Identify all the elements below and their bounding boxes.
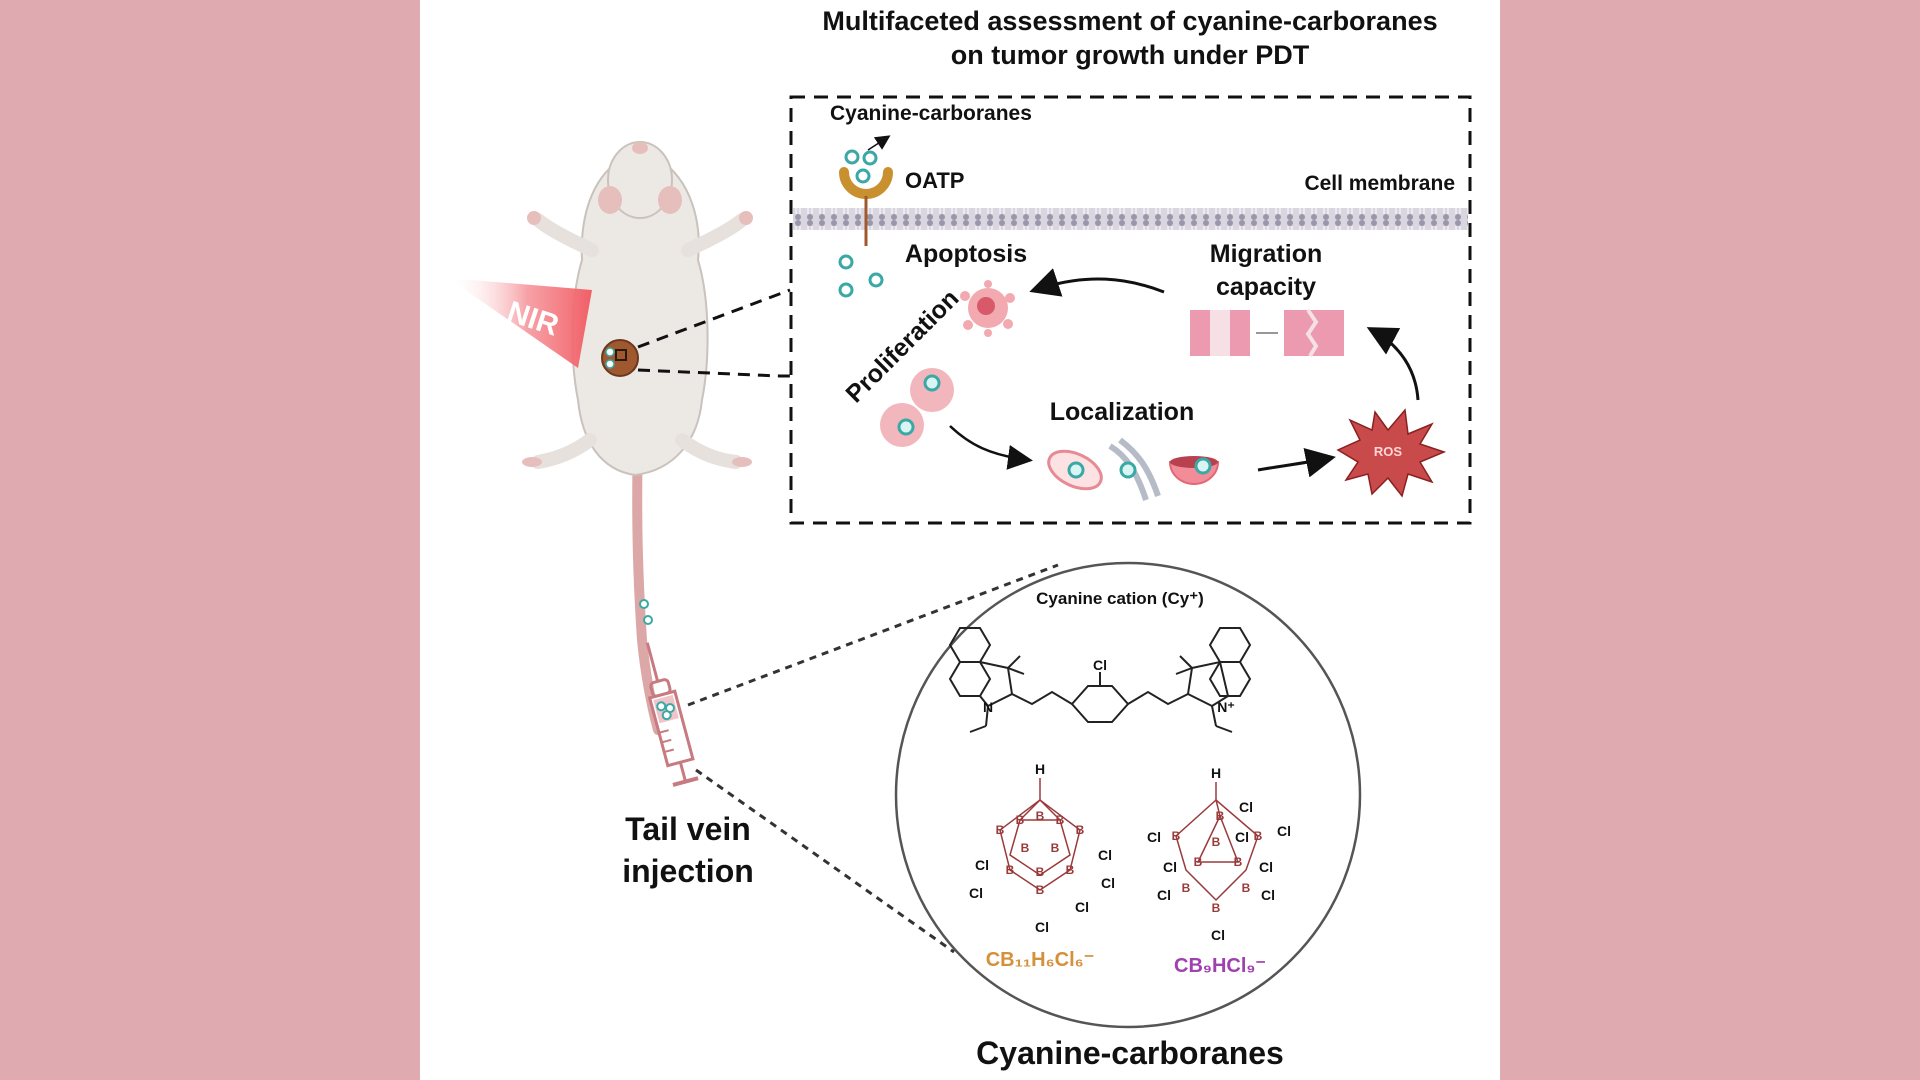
wound-healing-after-icon bbox=[1284, 308, 1344, 358]
boron-label: B bbox=[1194, 855, 1203, 869]
particle-icon bbox=[862, 150, 878, 166]
boron-label: B bbox=[1036, 865, 1045, 879]
chloro-label: Cl bbox=[1075, 899, 1089, 915]
chloro-label: Cl bbox=[1093, 657, 1107, 673]
particle-icon bbox=[643, 615, 653, 625]
oatp-label: OATP bbox=[905, 168, 964, 193]
boron-label: B bbox=[1234, 855, 1243, 869]
chloro-label: Cl bbox=[1163, 859, 1177, 875]
cation-label: Cyanine cation (Cy⁺) bbox=[1036, 589, 1204, 608]
chloro-label: Cl bbox=[1211, 927, 1225, 943]
ros-label: ROS bbox=[1374, 444, 1403, 459]
structures-circle bbox=[894, 561, 1362, 1029]
figure-panel: Multifaceted assessment of cyanine-carbo… bbox=[420, 0, 1500, 1080]
nitrogen-cation-label: N⁺ bbox=[1217, 699, 1235, 715]
localization-to-ros-arrow bbox=[1257, 447, 1336, 478]
chloro-label: Cl bbox=[1098, 847, 1112, 863]
particle-icon bbox=[838, 282, 854, 298]
localization-label: Localization bbox=[1050, 398, 1194, 426]
efflux-arrow bbox=[867, 135, 891, 151]
proliferation-to-localization-arrow bbox=[949, 425, 1033, 470]
syringe-icon bbox=[645, 642, 699, 787]
figure-canvas: Multifaceted assessment of cyanine-carbo… bbox=[448, 6, 1472, 1071]
ros-burst-icon: ROS bbox=[1336, 408, 1447, 498]
boron-label: B bbox=[1212, 901, 1221, 915]
compound-label: Cyanine-carboranes bbox=[830, 102, 1032, 125]
particle-icon bbox=[639, 599, 649, 609]
apoptotic-cell-icon bbox=[960, 280, 1015, 337]
lysosome-icon bbox=[1168, 456, 1220, 485]
zoom-line-syringe-lower bbox=[695, 768, 955, 954]
chloro-label: Cl bbox=[1035, 919, 1049, 935]
figure-title-line2: on tumor growth under PDT bbox=[951, 40, 1310, 70]
cell-membrane bbox=[793, 208, 1468, 230]
migration-label-line2: capacity bbox=[1216, 273, 1316, 301]
chloro-label: Cl bbox=[1261, 887, 1275, 903]
anion1-formula: CB₁₁H₆Cl₆⁻ bbox=[986, 949, 1095, 971]
particle-icon bbox=[855, 168, 871, 184]
ros-to-migration-arrow bbox=[1366, 327, 1420, 401]
oatp-transporter-icon bbox=[839, 167, 893, 246]
boron-label: B bbox=[1172, 829, 1181, 843]
boron-label: B bbox=[1006, 863, 1015, 877]
injection-label-line1: Tail vein bbox=[625, 811, 751, 847]
carborane-cb11-structure: H B B B B B B B B B B B Cl Cl Cl Cl Cl bbox=[969, 761, 1115, 971]
boron-label: B bbox=[1021, 841, 1030, 855]
chloro-label: Cl bbox=[1239, 799, 1253, 815]
migration-label-line1: Migration bbox=[1210, 240, 1323, 268]
chloro-label: Cl bbox=[969, 885, 983, 901]
er-icon bbox=[1108, 437, 1161, 501]
cyanine-cation-structure bbox=[948, 627, 1252, 733]
anion2-formula: CB₉HCl₉⁻ bbox=[1174, 955, 1266, 977]
nir-beam: NIR bbox=[448, 278, 592, 368]
chloro-label: Cl bbox=[1147, 829, 1161, 845]
dividing-cells-icon bbox=[880, 368, 954, 447]
mitochondrion-icon bbox=[1047, 449, 1103, 491]
boron-label: B bbox=[1056, 813, 1065, 827]
hydrogen-label: H bbox=[1211, 765, 1221, 781]
mouse-illustration bbox=[522, 141, 753, 735]
zoom-line-lower bbox=[637, 368, 790, 378]
boron-label: B bbox=[1216, 809, 1225, 823]
particle-icon bbox=[844, 149, 860, 165]
chloro-label: Cl bbox=[975, 857, 989, 873]
chloro-label: Cl bbox=[1277, 823, 1291, 839]
chloro-label: Cl bbox=[1101, 875, 1115, 891]
boron-label: B bbox=[996, 823, 1005, 837]
zoom-line-upper bbox=[637, 288, 791, 349]
boron-label: B bbox=[1076, 823, 1085, 837]
wound-healing-before-icon bbox=[1190, 310, 1250, 356]
injection-label-line2: injection bbox=[622, 853, 754, 889]
boron-label: B bbox=[1242, 881, 1251, 895]
hydrogen-label: H bbox=[1035, 761, 1045, 777]
chloro-label: Cl bbox=[1157, 887, 1171, 903]
particle-icon bbox=[868, 272, 884, 288]
boron-label: B bbox=[1051, 841, 1060, 855]
particle-icon bbox=[838, 254, 854, 270]
boron-label: B bbox=[1066, 863, 1075, 877]
apoptosis-label: Apoptosis bbox=[905, 240, 1027, 268]
boron-label: B bbox=[1212, 835, 1221, 849]
cyanine-carboranes-label: Cyanine-carboranes bbox=[976, 1035, 1284, 1071]
membrane-label: Cell membrane bbox=[1304, 172, 1455, 195]
boron-label: B bbox=[1182, 881, 1191, 895]
chloro-label: Cl bbox=[1235, 829, 1249, 845]
migration-to-apoptosis-arrow bbox=[1029, 268, 1165, 297]
boron-label: B bbox=[1016, 813, 1025, 827]
chloro-label: Cl bbox=[1259, 859, 1273, 875]
tumor-icon bbox=[601, 339, 639, 377]
zoom-line-syringe-upper bbox=[687, 563, 1059, 707]
nitrogen-label: N bbox=[983, 699, 993, 715]
figure-title-line1: Multifaceted assessment of cyanine-carbo… bbox=[822, 6, 1437, 36]
boron-label: B bbox=[1036, 883, 1045, 897]
carborane-cb9-structure: H B B B B B B B B B Cl Cl Cl Cl Cl Cl Cl… bbox=[1147, 765, 1291, 977]
boron-label: B bbox=[1254, 829, 1263, 843]
boron-label: B bbox=[1036, 809, 1045, 823]
